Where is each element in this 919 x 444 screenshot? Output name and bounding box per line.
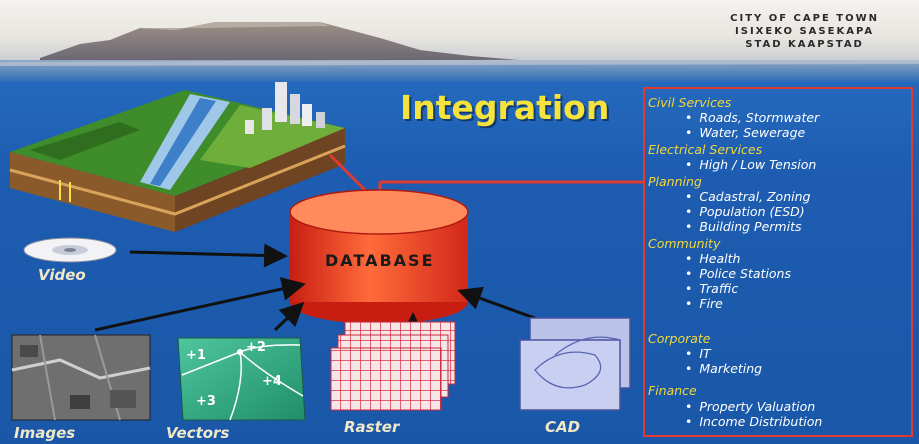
category-planning: Planning <box>648 174 702 189</box>
database-label: DATABASE <box>325 251 435 270</box>
service-item: Police Stations <box>685 266 791 281</box>
vector-map-icon <box>177 337 306 421</box>
service-item: Water, Sewerage <box>685 125 805 140</box>
vector-region-label: +4 <box>262 374 282 389</box>
service-item: High / Low Tension <box>685 157 816 172</box>
category-finance: Finance <box>648 383 697 398</box>
vector-region-label: +1 <box>186 348 206 363</box>
raster-label: Raster <box>344 418 400 436</box>
category-community: Community <box>648 236 721 251</box>
category-corporate: Corporate <box>648 331 711 346</box>
table-mountain-image <box>0 22 919 82</box>
service-item: Population (ESD) <box>685 204 804 219</box>
service-item: Traffic <box>685 281 738 296</box>
organization-name: CITY OF CAPE TOWN ISIXEKO SASEKAPA STAD … <box>730 12 879 51</box>
aerial-photo-icon <box>11 334 151 421</box>
category-civil-services: Civil Services <box>648 95 732 110</box>
service-item: Building Permits <box>685 219 801 234</box>
cad-label: CAD <box>545 418 581 436</box>
header-banner: CITY OF CAPE TOWN ISIXEKO SASEKAPA STAD … <box>0 0 919 82</box>
service-item: Roads, Stormwater <box>685 110 819 125</box>
landscape-block-illustration <box>9 82 346 232</box>
video-disc-icon <box>23 237 117 263</box>
images-label: Images <box>14 424 76 442</box>
service-item: Fire <box>685 296 723 311</box>
vectors-label: Vectors <box>166 424 230 442</box>
service-item: Cadastral, Zoning <box>685 189 810 204</box>
category-electrical-services: Electrical Services <box>648 142 763 157</box>
org-name-line: ISIXEKO SASEKAPA <box>735 26 875 37</box>
video-label: Video <box>38 266 86 284</box>
service-item: Marketing <box>685 361 762 376</box>
service-item: Income Distribution <box>685 414 822 429</box>
slide-title: Integration <box>400 88 610 127</box>
raster-grid-icon <box>330 321 456 411</box>
services-panel: Civil Services Roads, Stormwater Water, … <box>643 87 913 437</box>
org-name-line: STAD KAAPSTAD <box>745 39 864 50</box>
org-name-line: CITY OF CAPE TOWN <box>730 13 879 24</box>
service-item: IT <box>685 346 710 361</box>
vector-region-label: +3 <box>196 394 216 409</box>
arrows <box>94 243 541 338</box>
cad-drawing-icon <box>519 317 631 411</box>
service-item: Property Valuation <box>685 399 815 414</box>
vector-region-label: +2 <box>246 340 266 355</box>
service-item: Health <box>685 251 740 266</box>
